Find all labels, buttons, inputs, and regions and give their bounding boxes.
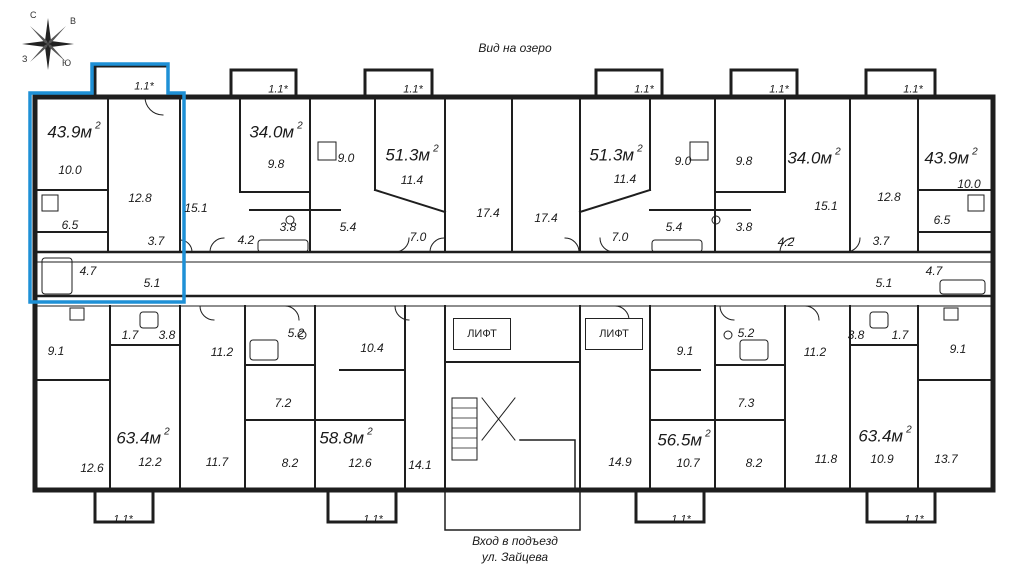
room-area: 3.8 [847,328,865,342]
view-caption: Вид на озеро [478,41,552,55]
balcony-area: 1.1* [904,513,924,526]
room-area: 14.9 [608,455,632,469]
room-area: 4.7 [925,264,943,278]
room-area: 9.0 [337,151,355,165]
compass-east: В [70,16,77,26]
balcony-area: 1.1* [634,83,654,96]
balcony-area: 1.1* [671,513,691,526]
room-area: 1.7 [121,328,139,342]
room-area: 9.1 [676,344,694,358]
street-caption: ул. Зайцева [481,550,549,564]
balcony-area: 1.1* [134,80,154,93]
room-area: 4.2 [237,233,255,247]
balcony-area: 1.1* [903,83,923,96]
room-area: 12.8 [877,190,901,204]
room-area: 7.0 [611,230,629,244]
room-area: 10.9 [870,452,894,466]
room-area: 5.2 [737,326,755,340]
room-area: 5.4 [665,220,683,234]
compass-north: С [30,10,37,20]
compass-west: З [22,54,28,64]
room-area: 9.8 [267,157,285,171]
room-area: 11.2 [803,345,827,359]
room-area: 7.0 [409,230,427,244]
room-area: 8.2 [745,456,763,470]
selected-apartment-outline [28,62,186,304]
room-area: 6.5 [61,218,79,232]
room-area: 9.0 [674,154,692,168]
room-area: 17.4 [476,206,500,220]
room-area: 12.6 [80,461,104,475]
room-area: 3.8 [158,328,176,342]
balcony-area: 1.1* [769,83,789,96]
room-area: 6.5 [933,213,951,227]
room-area: 8.2 [281,456,299,470]
room-area: 7.2 [274,396,292,410]
room-area: 5.2 [287,326,305,340]
room-area: 9.1 [949,342,967,356]
balcony-area: 1.1* [403,83,423,96]
room-area: 9.8 [735,154,753,168]
room-area: 4.7 [79,264,97,278]
room-area: 11.4 [400,173,424,187]
room-area: 11.8 [814,452,838,466]
room-area: 5.1 [875,276,893,290]
compass-south: Ю [62,58,72,68]
balcony-area: 1.1* [268,83,288,96]
room-area: 5.1 [143,276,161,290]
room-area: 11.7 [205,455,229,469]
room-area: 15.1 [814,199,838,213]
room-area: 11.4 [613,172,637,186]
balcony-outline [93,64,170,99]
room-area: 4.2 [777,235,795,249]
room-area: 10.0 [58,163,82,177]
room-area: 3.8 [279,220,297,234]
room-area: 12.2 [138,455,162,469]
compass-rose-icon: С В Ю З [18,10,78,74]
room-area: 11.2 [210,345,234,359]
room-area: 17.4 [534,211,558,225]
room-area: 7.3 [737,396,755,410]
room-area: 1.7 [891,328,909,342]
room-area: 15.1 [184,201,208,215]
entrance-caption: Вход в подъезд [472,534,558,548]
room-area: 10.0 [957,177,981,191]
room-area: 10.4 [360,341,384,355]
room-area: 13.7 [934,452,958,466]
room-area: 12.8 [128,191,152,205]
room-area: 14.1 [408,458,432,472]
lift-label: ЛИФТ [585,318,643,350]
room-area: 12.6 [348,456,372,470]
room-area: 9.1 [47,344,65,358]
balcony-area: 1.1* [113,513,133,526]
room-area: 3.8 [735,220,753,234]
balcony-area: 1.1* [363,513,383,526]
room-area: 3.7 [872,234,890,248]
room-area: 10.7 [676,456,700,470]
room-area: 3.7 [147,234,165,248]
lift-label: ЛИФТ [453,318,511,350]
room-area: 5.4 [339,220,357,234]
